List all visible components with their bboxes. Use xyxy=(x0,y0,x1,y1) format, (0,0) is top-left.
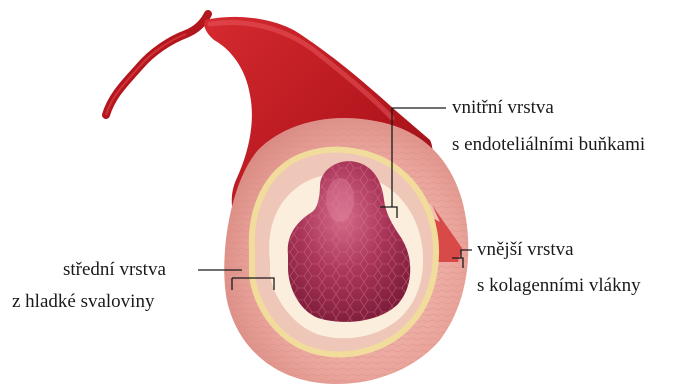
label-outer-layer-detail: s kolagenními vlákny xyxy=(477,275,641,297)
branch-tail xyxy=(106,14,208,115)
label-inner-layer-title: vnitřní vrstva xyxy=(452,97,554,119)
label-middle-layer-detail: z hladké svaloviny xyxy=(12,291,154,313)
label-middle-layer-title: střední vrstva xyxy=(63,259,166,281)
label-outer-layer-title: vnější vrstva xyxy=(477,239,574,261)
label-inner-layer-detail: s endoteliálními buňkami xyxy=(452,134,645,156)
